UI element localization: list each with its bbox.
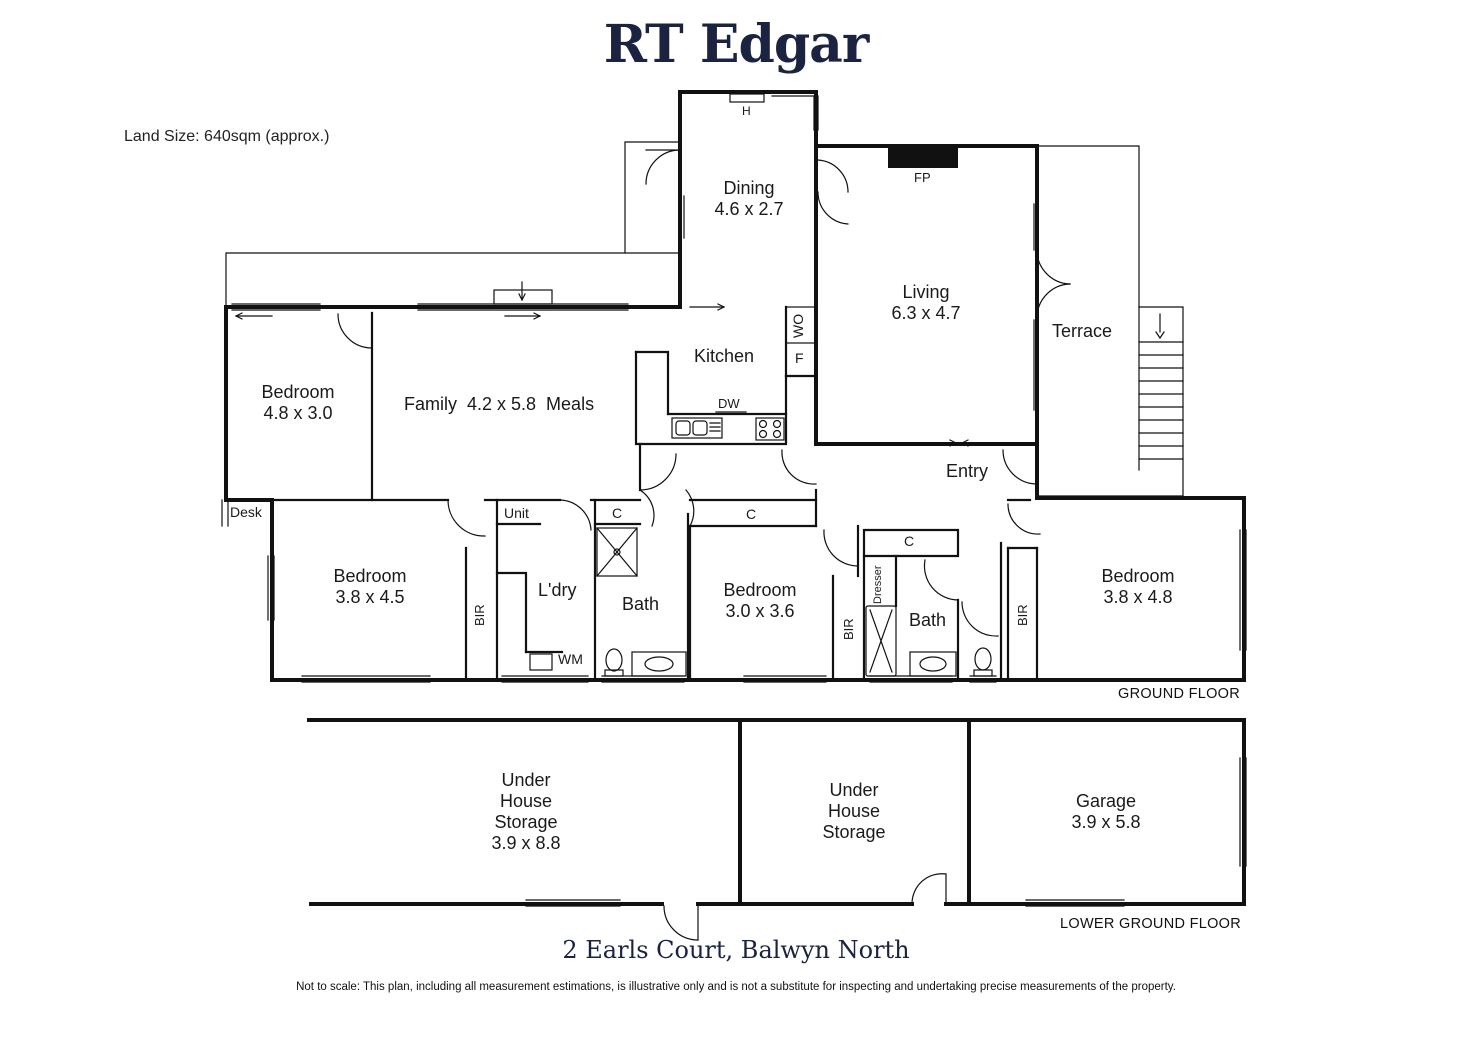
floor-label-ground: GROUND FLOOR bbox=[1118, 686, 1241, 702]
lower-floor-walls bbox=[307, 718, 1246, 906]
room-storage-1: Under House Storage 3.9 x 8.8 bbox=[466, 770, 586, 854]
fixtures bbox=[529, 306, 993, 677]
floor-label-lower: LOWER GROUND FLOOR bbox=[1060, 916, 1242, 932]
room-dining: Dining 4.6 x 2.7 bbox=[690, 178, 808, 220]
washing-machine-label: WM bbox=[558, 651, 583, 667]
room-living-size: 6.3 x 4.7 bbox=[891, 303, 961, 323]
room-storage-2-line-1: Under bbox=[829, 780, 879, 800]
room-bedroom-4: Bedroom 3.8 x 4.8 bbox=[1078, 566, 1198, 608]
room-entry: Entry bbox=[946, 461, 989, 481]
room-bedroom-4-name: Bedroom bbox=[1101, 566, 1175, 586]
bir-label-1: BIR bbox=[472, 604, 487, 626]
cupboard-label-1: C bbox=[612, 505, 623, 521]
property-address: 2 Earls Court, Balwyn North bbox=[562, 936, 910, 964]
dishwasher-label: DW bbox=[718, 396, 740, 411]
desk-label: Desk bbox=[230, 504, 262, 520]
wall-oven-label: WO bbox=[790, 313, 806, 338]
room-bedroom-3: Bedroom 3.0 x 3.6 bbox=[700, 580, 820, 622]
bir-label-3: BIR bbox=[1015, 604, 1030, 626]
cupboard-label-3: C bbox=[904, 533, 915, 549]
disclaimer-text: Not to scale: This plan, including all m… bbox=[296, 981, 1176, 993]
land-size: Land Size: 640sqm (approx.) bbox=[124, 128, 330, 145]
room-bedroom-1-size: 4.8 x 3.0 bbox=[263, 403, 333, 423]
room-bath-2: Bath bbox=[909, 610, 947, 630]
room-bedroom-2: Bedroom 3.8 x 4.5 bbox=[310, 566, 430, 608]
room-storage-1-line-3: Storage bbox=[494, 812, 558, 832]
bir-label-2: BIR bbox=[841, 618, 856, 640]
fireplace-label: FP bbox=[914, 170, 931, 185]
brand-logo: RT Edgar bbox=[603, 14, 870, 75]
room-bedroom-2-size: 3.8 x 4.5 bbox=[335, 587, 405, 607]
room-bedroom-2-name: Bedroom bbox=[333, 566, 407, 586]
room-bedroom-3-name: Bedroom bbox=[723, 580, 797, 600]
unit-label: Unit bbox=[504, 505, 529, 521]
sliding-arrows bbox=[235, 93, 1165, 447]
room-garage-name: Garage bbox=[1075, 791, 1137, 811]
room-family: Family 4.2 x 5.8 Meals bbox=[404, 394, 595, 414]
room-bedroom-1-name: Bedroom bbox=[261, 382, 335, 402]
ground-floor-inner-walls bbox=[270, 305, 1039, 682]
room-bath-1: Bath bbox=[622, 594, 660, 614]
room-storage-1-size: 3.9 x 8.8 bbox=[491, 833, 561, 853]
cupboard-label-2: C bbox=[746, 506, 757, 522]
room-kitchen: Kitchen bbox=[694, 346, 755, 366]
room-storage-1-line-2: House bbox=[499, 791, 553, 811]
room-laundry: L'dry bbox=[538, 580, 577, 600]
fridge-label: F bbox=[795, 350, 804, 366]
fireplace-icon bbox=[888, 148, 958, 168]
room-garage-size: 3.9 x 5.8 bbox=[1071, 812, 1141, 832]
stairs bbox=[1138, 306, 1184, 471]
doors bbox=[337, 149, 1071, 941]
room-dining-size: 4.6 x 2.7 bbox=[714, 199, 784, 219]
room-bedroom-1: Bedroom 4.8 x 3.0 bbox=[238, 382, 358, 424]
room-living: Living 6.3 x 4.7 bbox=[866, 282, 986, 324]
dresser-label: Dresser bbox=[872, 565, 884, 604]
room-storage-2-line-3: Storage bbox=[822, 822, 886, 842]
room-storage-2: Under House Storage bbox=[794, 780, 914, 843]
room-bedroom-3-size: 3.0 x 3.6 bbox=[725, 601, 795, 621]
room-garage: Garage 3.9 x 5.8 bbox=[1046, 791, 1166, 833]
room-storage-1-line-1: Under bbox=[501, 770, 551, 790]
heater-label: H bbox=[742, 104, 751, 118]
room-living-name: Living bbox=[902, 282, 950, 302]
room-bedroom-4-size: 3.8 x 4.8 bbox=[1103, 587, 1173, 607]
room-terrace: Terrace bbox=[1052, 321, 1113, 341]
room-dining-name: Dining bbox=[723, 178, 775, 198]
room-storage-2-line-2: House bbox=[827, 801, 881, 821]
